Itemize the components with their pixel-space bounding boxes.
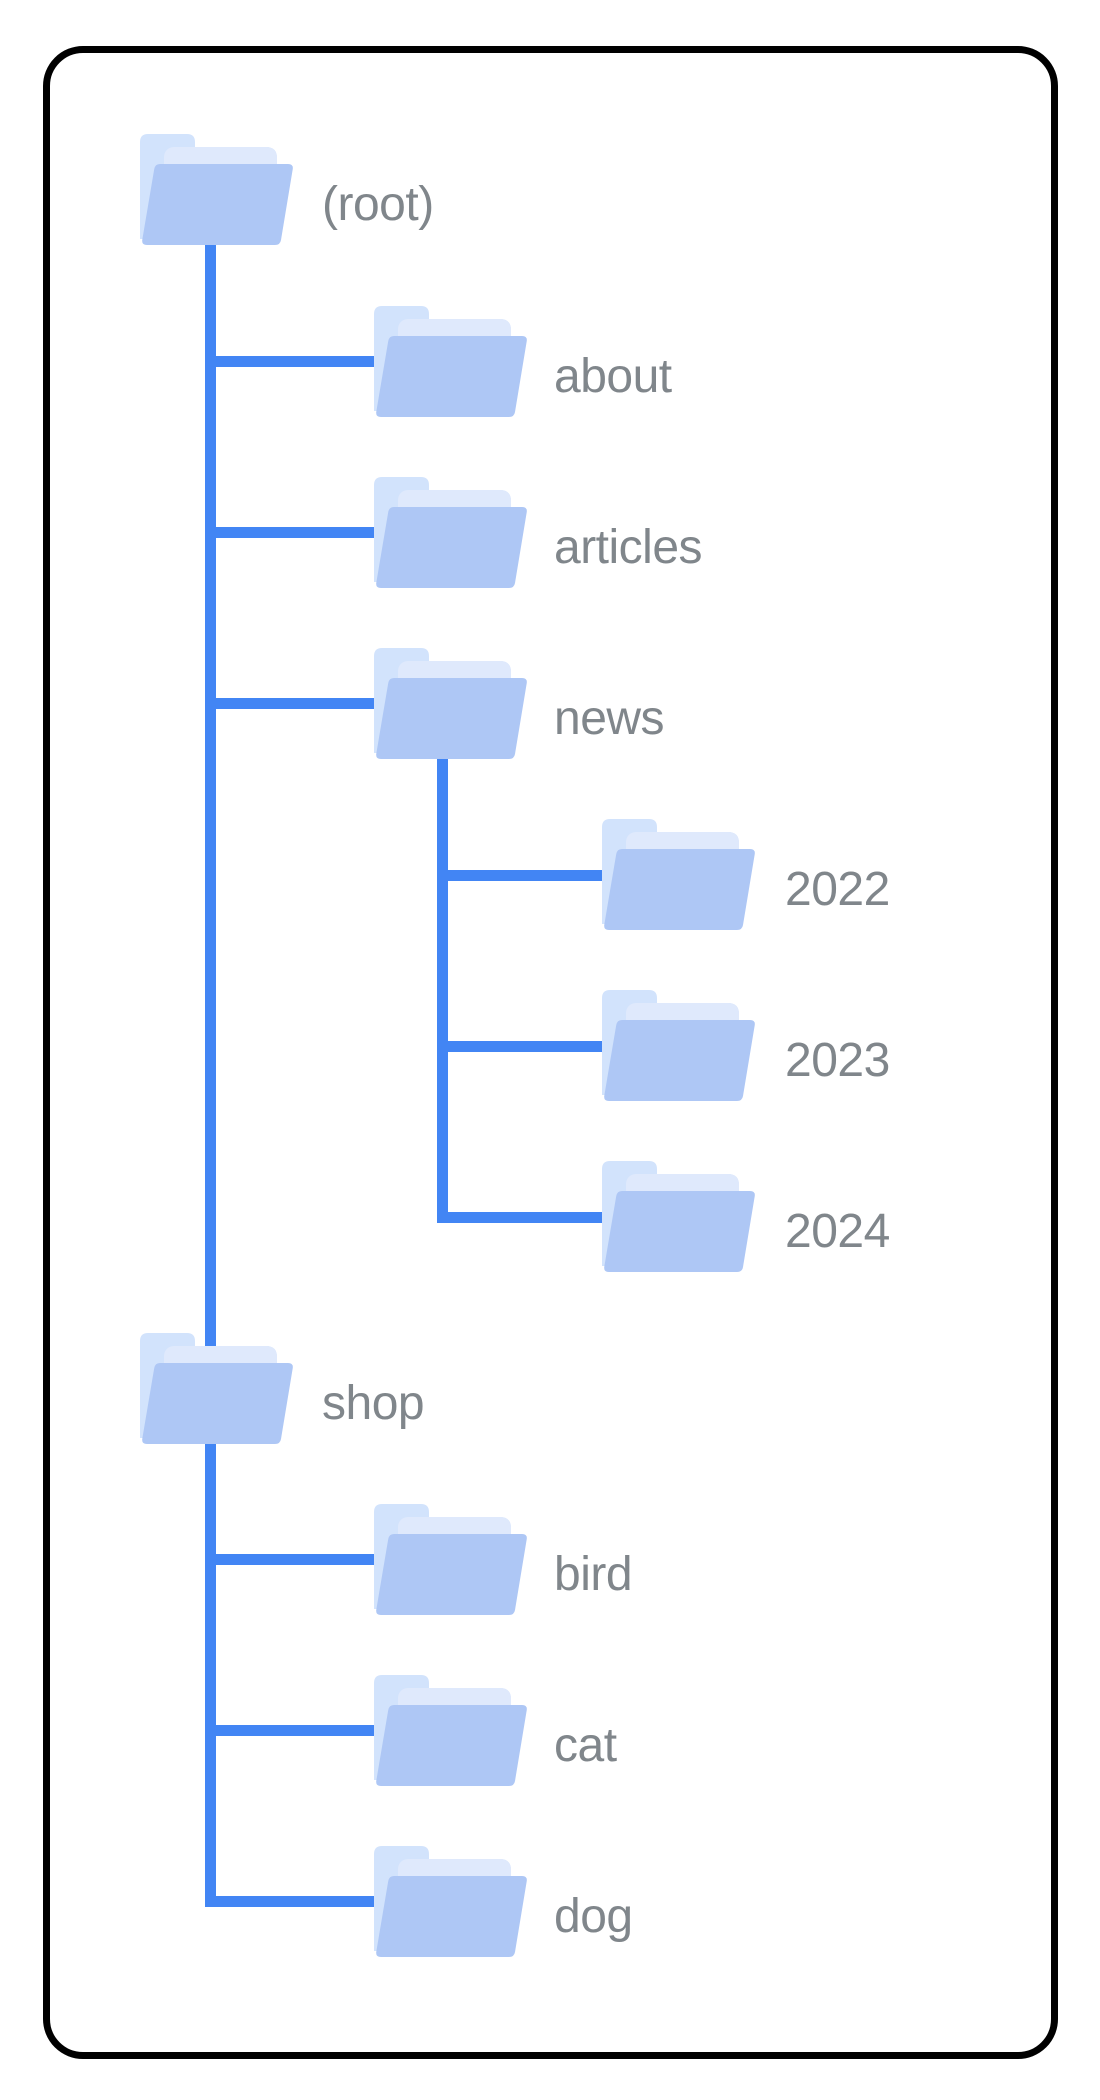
folder-label-2023: 2023 xyxy=(785,1034,890,1087)
connector-branch-articles xyxy=(205,527,375,538)
folder-label-root: (root) xyxy=(322,178,434,231)
folder-label-bird: bird xyxy=(554,1548,633,1601)
connector-branch-2023 xyxy=(437,1041,603,1052)
folder-label-2022: 2022 xyxy=(785,863,890,916)
folder-label-articles: articles xyxy=(554,521,703,574)
connector-news-vertical xyxy=(437,752,448,1223)
connector-branch-news xyxy=(205,698,375,709)
connector-branch-about xyxy=(205,356,375,367)
diagram-border xyxy=(43,46,1058,2059)
folder-label-cat: cat xyxy=(554,1719,617,1772)
connector-main-vertical xyxy=(205,245,216,1907)
folder-label-2024: 2024 xyxy=(785,1205,890,1258)
connector-branch-bird xyxy=(205,1554,375,1565)
connector-branch-2022 xyxy=(437,870,603,881)
connector-branch-cat xyxy=(205,1725,375,1736)
folder-label-about: about xyxy=(554,350,672,403)
connector-branch-dog xyxy=(205,1896,375,1907)
connector-branch-2024 xyxy=(437,1212,603,1223)
folder-label-news: news xyxy=(554,692,665,745)
folder-label-dog: dog xyxy=(554,1890,633,1943)
folder-label-shop: shop xyxy=(322,1377,425,1430)
